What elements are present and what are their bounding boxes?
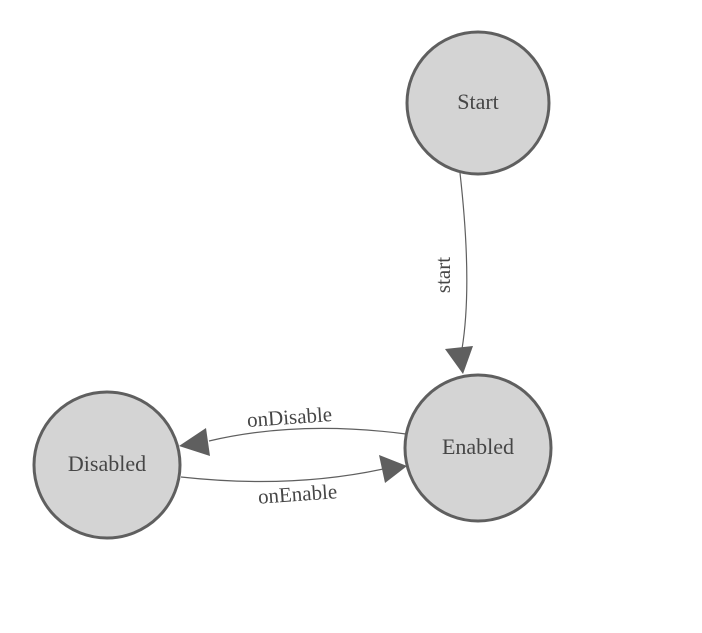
arrowhead-right-icon xyxy=(379,455,407,483)
state-circle xyxy=(32,390,182,540)
edge-enabled-to-disabled: onDisable xyxy=(179,402,407,456)
state-label: Start xyxy=(457,89,499,114)
node-disabled: Disabled xyxy=(32,390,182,540)
arrowhead-down-icon xyxy=(445,346,473,374)
state-label: Disabled xyxy=(68,451,146,476)
edge-label-ondisable: onDisable xyxy=(246,402,333,432)
edge-label-onenable: onEnable xyxy=(257,479,338,508)
edge-line xyxy=(180,468,384,483)
edge-start-to-enabled: start xyxy=(431,172,473,374)
state-label: Enabled xyxy=(442,434,514,459)
edge-line xyxy=(459,172,468,350)
arrowhead-left-icon xyxy=(179,428,210,456)
state-circle xyxy=(405,30,551,176)
edge-line xyxy=(208,427,407,442)
node-enabled: Enabled xyxy=(403,373,553,523)
node-start: Start xyxy=(405,30,551,176)
edge-disabled-to-enabled: onEnable xyxy=(180,455,407,509)
state-circle xyxy=(403,373,553,523)
edge-label-start: start xyxy=(431,257,455,293)
